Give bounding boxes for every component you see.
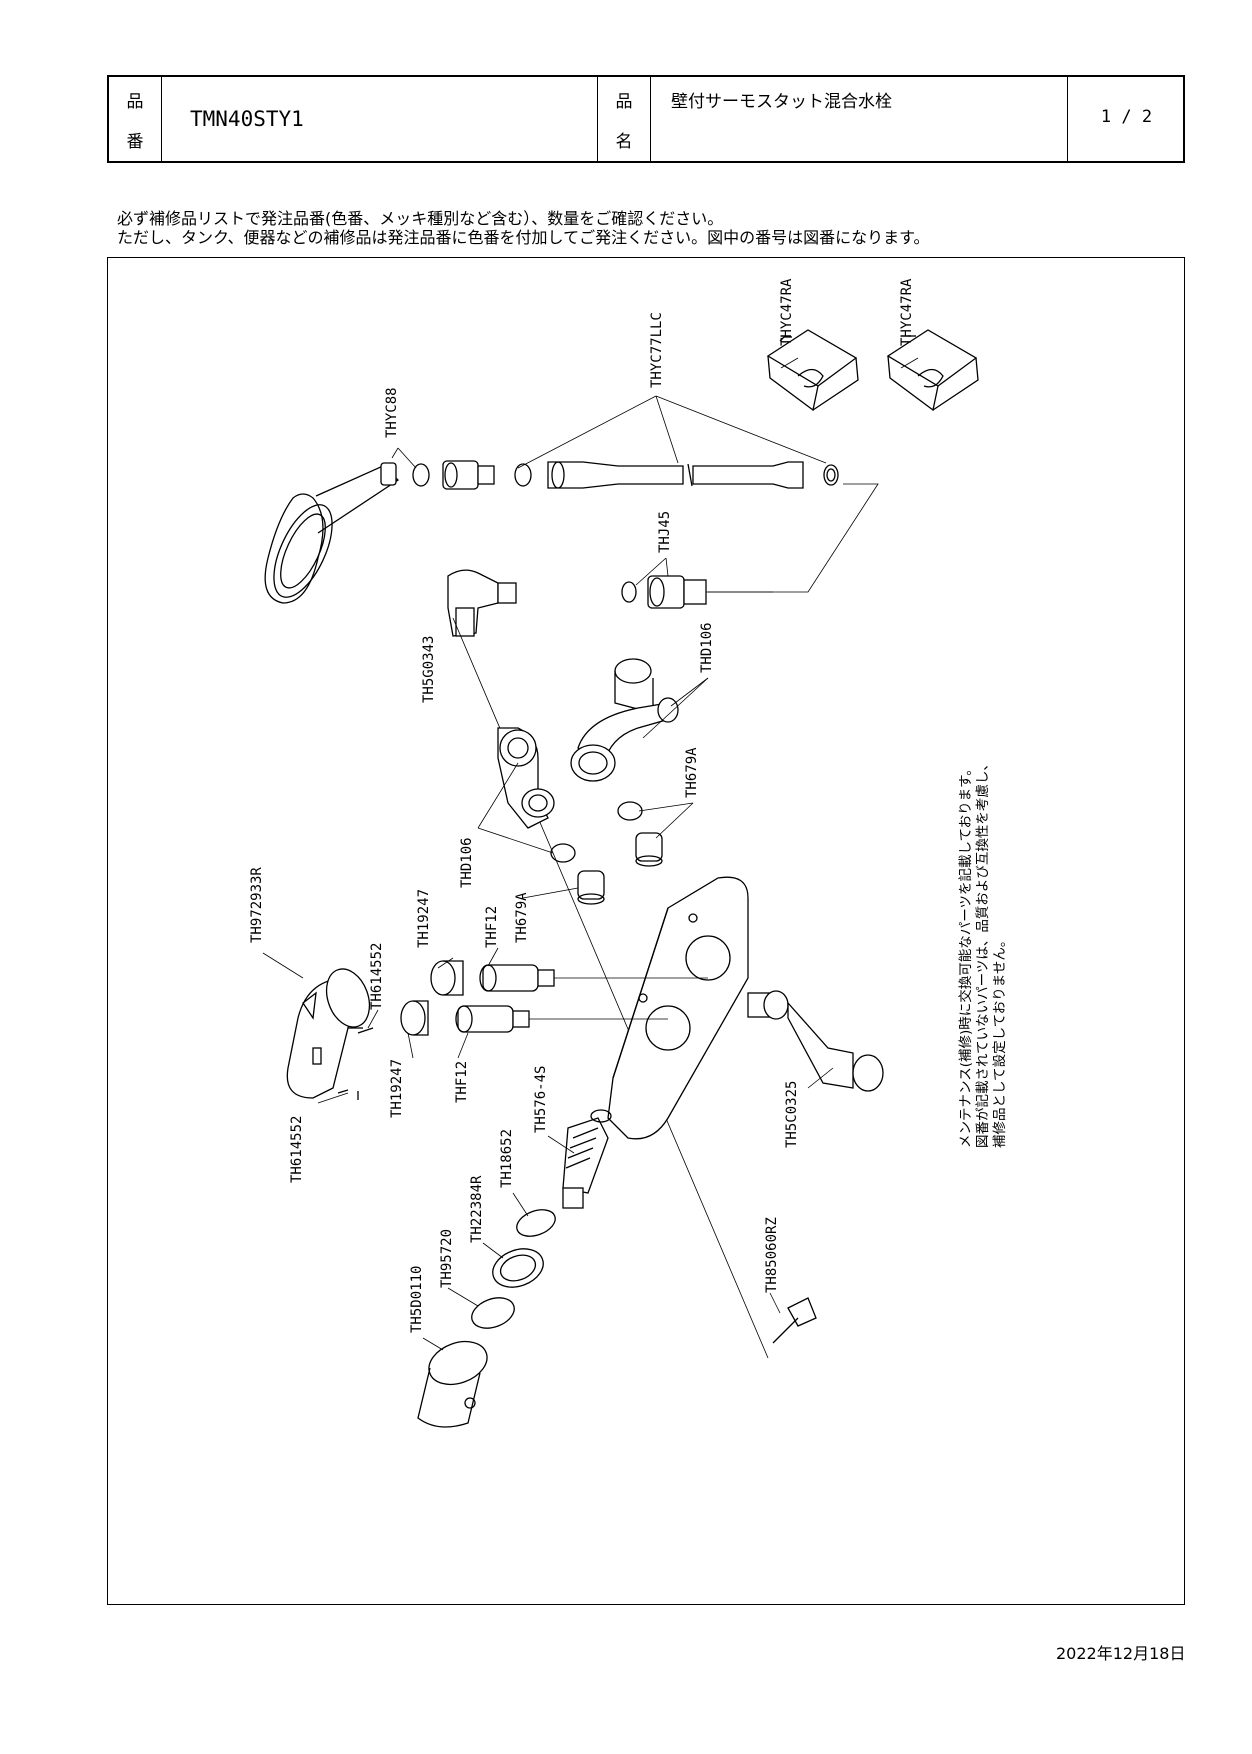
holder-b-drawing — [886, 329, 979, 412]
product-name-label-2: 名 — [615, 132, 633, 152]
maintenance-line-1: メンテナンス(補修)時に交換可能なパーツを記載しております。 — [958, 762, 974, 1148]
label-thd106-left: THD106 — [459, 837, 475, 888]
elbow-drawing — [447, 569, 517, 637]
maintenance-note: メンテナンス(補修)時に交換可能なパーツを記載しております。 図番が記載されてい… — [958, 757, 1048, 1148]
cartridge-th679a-right — [635, 832, 663, 867]
note-line-2: ただし、タンク、便器などの補修品は発注品番に色番を付加してご発注ください。図中の… — [117, 228, 930, 247]
cover-th5d0110 — [417, 1340, 488, 1428]
label-thf12-a: THF12 — [484, 906, 500, 948]
ring-hose — [514, 463, 532, 487]
maintenance-line-3: 補修品として設定しておりません。 — [992, 933, 1008, 1148]
lever-handle-drawing — [747, 990, 884, 1092]
ring-th18652 — [516, 1209, 556, 1237]
handle-drawing — [286, 968, 374, 1099]
issue-date: 2022年12月18日 — [1056, 1644, 1186, 1663]
notes: 必ず補修品リストで発注品番(色番、メッキ種別など含む）、数量をご確認ください。た… — [117, 209, 929, 247]
key-th85060rz — [772, 1297, 817, 1344]
ring-th679a-right — [617, 801, 643, 821]
label-thyc47ra-a: THYC47RA — [779, 278, 795, 346]
cartridge-th679a-left — [577, 870, 605, 905]
label-th18652: TH18652 — [499, 1129, 515, 1188]
label-thyc47ra-b: THYC47RA — [899, 278, 915, 346]
product-no-label-2: 番 — [126, 132, 144, 152]
label-th85060rz: TH85060RZ — [764, 1217, 780, 1293]
nut-th22384r — [492, 1248, 544, 1288]
adapter-thj45-drawing — [647, 575, 707, 609]
label-th5c0325: TH5C0325 — [784, 1081, 800, 1148]
product-name-label-1: 品 — [615, 92, 633, 112]
label-th22384r: TH22384R — [469, 1175, 485, 1243]
label-th19247-a: TH19247 — [416, 889, 432, 948]
label-th614552-b: TH614552 — [289, 1116, 305, 1183]
product-number: TMN40STY1 — [190, 107, 304, 131]
main-body-drawing — [607, 876, 749, 1140]
label-thd106-right: THD106 — [699, 622, 715, 673]
elbow-thd106-left-drawing — [497, 727, 555, 829]
label-thyc77llc: THYC77LLC — [649, 312, 665, 388]
ring-th95720 — [471, 1297, 515, 1329]
label-thj45: THJ45 — [657, 511, 673, 553]
thermo-cartridge-drawing — [562, 1109, 612, 1209]
label-th576-4s: TH576-4S — [533, 1066, 549, 1133]
product-name: 壁付サーモスタット混合水栓 — [671, 92, 892, 112]
product-no-cell: TMN40STY1 — [162, 77, 598, 161]
label-th614552-a: TH614552 — [369, 943, 385, 1010]
ring-thj45 — [621, 581, 637, 603]
label-thyc88: THYC88 — [384, 387, 400, 438]
label-th972933r: TH972933R — [249, 867, 265, 943]
ring-thyc88 — [412, 463, 430, 487]
label-th5d0110: TH5D0110 — [409, 1266, 425, 1333]
label-th679a-left: TH679A — [514, 892, 530, 943]
product-name-cell: 壁付サーモスタット混合水栓 — [651, 77, 1068, 161]
nut-drawing — [442, 460, 495, 490]
page-cell: 1 / 2 — [1068, 77, 1185, 161]
elbow-thd106-right-drawing — [570, 658, 679, 782]
valve-thf12-b — [455, 1005, 530, 1033]
shower-head-drawing — [264, 462, 400, 604]
holder-a-drawing — [766, 329, 859, 412]
cap-th19247-b — [400, 1000, 429, 1036]
diagram-svg: THYC47RA THYC47RA THYC77LLC THYC88 THJ45… — [249, 278, 979, 1428]
label-th19247-b: TH19247 — [389, 1059, 405, 1118]
product-name-label-cell: 品 名 — [598, 77, 651, 161]
exploded-diagram: THYC47RA THYC47RA THYC77LLC THYC88 THJ45… — [107, 257, 1185, 1605]
label-th679a-right: TH679A — [684, 747, 700, 798]
label-th95720: TH95720 — [439, 1229, 455, 1288]
valve-thf12-a — [479, 964, 555, 992]
ring-th679a-left — [550, 843, 576, 863]
note-line-1: 必ず補修品リストで発注品番(色番、メッキ種別など含む）、数量をご確認ください。 — [117, 209, 724, 228]
label-thf12-b: THF12 — [454, 1061, 470, 1103]
product-no-label-cell: 品 番 — [109, 77, 162, 161]
product-no-label-1: 品 — [126, 92, 144, 112]
maintenance-line-2: 図番が記載されていないパーツは、品質および互換性を考慮し、 — [975, 757, 991, 1148]
hose-drawing — [547, 461, 839, 489]
label-th5g0343: TH5G0343 — [421, 636, 437, 703]
page-number: 1 / 2 — [1100, 107, 1153, 127]
cap-th19247-a — [430, 960, 464, 996]
title-block: 品 番 TMN40STY1 品 名 壁付サーモスタット混合水栓 1 / 2 — [107, 75, 1185, 163]
